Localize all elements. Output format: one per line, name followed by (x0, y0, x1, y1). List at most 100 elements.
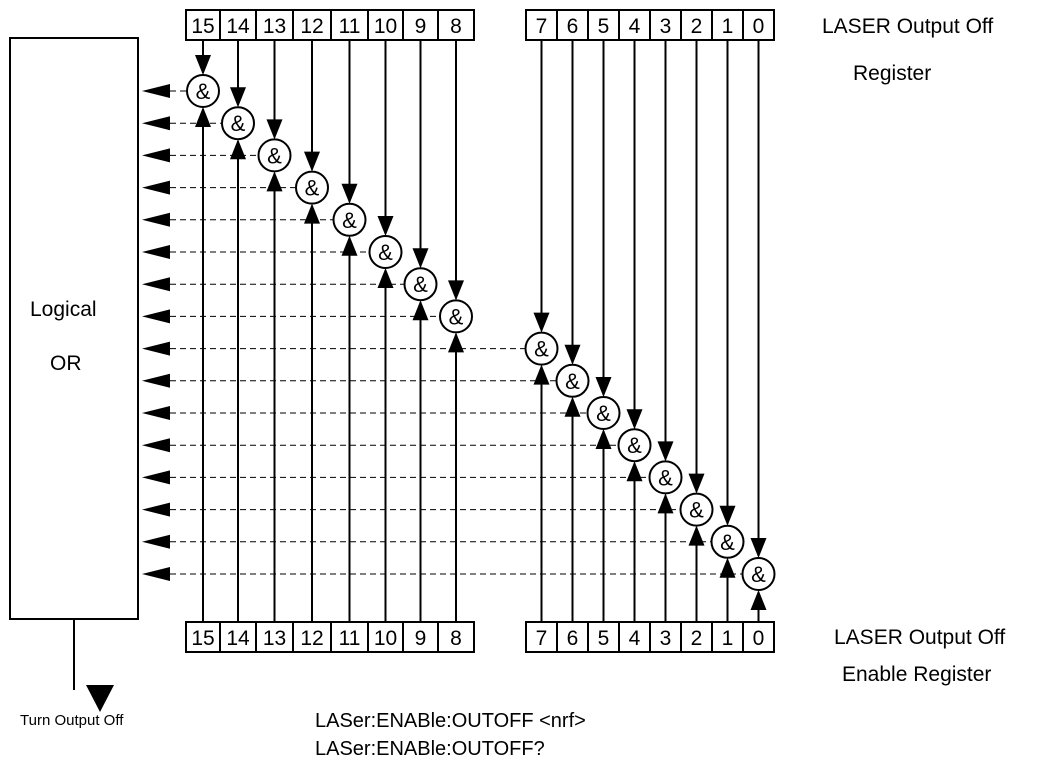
top-arrow-9 (412, 248, 429, 269)
and-gate-10 (368, 235, 403, 269)
or-input-arrow-3 (142, 470, 170, 485)
output-reg-bit-0: 0 (753, 15, 765, 38)
and-gate-2 (679, 492, 714, 527)
bottom-arrow-14 (230, 139, 246, 160)
top-arrow-4 (626, 409, 643, 430)
output-reg-box-0 (742, 9, 775, 41)
output-reg-bit-10: 10 (374, 15, 397, 38)
bottom-arrow-1 (719, 557, 736, 578)
or-input-arrow-5 (142, 406, 170, 420)
enable-reg-bit-5: 5 (598, 627, 610, 650)
output-reg-box-6 (556, 9, 589, 41)
and-gate-1 (710, 524, 745, 559)
and-symbol-7: & (534, 337, 549, 362)
enable-reg-bit-7: 7 (536, 627, 548, 650)
enable-reg-bit-1: 1 (722, 627, 734, 650)
output-reg-box-2 (680, 9, 713, 41)
bottom-arrow-0 (750, 590, 767, 610)
command-query: LASer:ENABle:OUTOFF? (315, 738, 545, 760)
or-input-arrow-8 (142, 309, 170, 324)
bottom-arrow-5 (595, 429, 612, 449)
output-reg-bit-15: 15 (191, 15, 214, 38)
or-input-arrows (142, 84, 170, 581)
bottom-arrow-10 (377, 268, 394, 288)
bottom-arrow-3 (657, 493, 674, 514)
output-register-subtitle: Register (853, 62, 932, 85)
output-arrow-head (86, 685, 114, 712)
or-input-arrow-12 (142, 180, 170, 195)
and-gates: &&&&&&&&&&&&&&&& (186, 74, 776, 591)
and-symbol-1: & (720, 530, 735, 555)
or-input-arrow-6 (142, 373, 170, 388)
and-gate-14 (221, 106, 255, 141)
top-arrow-5 (595, 377, 612, 397)
or-input-arrow-4 (142, 438, 170, 453)
and-gate-3 (648, 460, 683, 495)
or-input-arrow-13 (142, 148, 170, 163)
enable-reg-box-2 (680, 621, 713, 653)
enable-reg-bit-4: 4 (629, 627, 641, 650)
bottom-arrow-11 (341, 235, 358, 256)
and-symbol-0: & (751, 562, 766, 587)
output-reg-box-4 (618, 9, 651, 41)
output-reg-bit-2: 2 (691, 15, 703, 38)
output-reg-bit-11: 11 (339, 15, 361, 38)
or-input-arrow-9 (142, 277, 170, 292)
enable-reg-bit-3: 3 (660, 627, 672, 650)
and-symbol-8: & (449, 304, 464, 329)
top-arrow-0 (750, 538, 767, 558)
or-input-arrow-1 (142, 534, 170, 549)
or-input-arrow-2 (142, 502, 170, 517)
or-input-arrow-0 (142, 567, 170, 581)
top-arrow-1 (719, 505, 736, 526)
bottom-arrow-2 (688, 525, 705, 546)
and-symbol-3: & (658, 465, 673, 490)
top-arrow-3 (657, 441, 674, 462)
and-symbol-12: & (305, 176, 320, 201)
and-symbol-2: & (689, 498, 704, 523)
output-reg-bit-3: 3 (660, 15, 672, 38)
output-reg-bit-13: 13 (263, 15, 286, 38)
or-input-arrow-10 (142, 245, 170, 259)
and-symbol-11: & (342, 208, 357, 233)
top-arrow-14 (230, 87, 246, 108)
top-arrow-7 (533, 312, 550, 333)
and-symbol-9: & (413, 272, 428, 297)
or-input-arrow-14 (142, 116, 170, 131)
bottom-arrow-7 (533, 364, 550, 385)
output-reg-bit-12: 12 (300, 15, 323, 38)
top-arrow-10 (377, 216, 394, 236)
command-set: LASer:ENABle:OUTOFF <nrf> (315, 710, 586, 732)
enable-reg-bit-11: 11 (339, 627, 361, 650)
enable-reg-bit-10: 10 (374, 627, 397, 650)
and-symbol-15: & (196, 79, 211, 104)
enable-reg-box-15 (185, 621, 221, 653)
top-arrow-13 (266, 119, 283, 140)
and-gate-12 (295, 170, 329, 205)
and-symbol-5: & (596, 401, 611, 426)
output-reg-bit-8: 8 (450, 15, 462, 38)
and-gate-8 (439, 299, 473, 334)
output-reg-box-8 (437, 9, 475, 41)
enable-register-subtitle: Enable Register (842, 663, 992, 686)
bottom-arrow-9 (412, 300, 429, 321)
logical-or-label-line1: Logical (30, 298, 97, 321)
enable-reg-bit-9: 9 (415, 627, 427, 650)
output-label: Turn Output Off (20, 712, 124, 729)
bottom-arrow-8 (448, 332, 464, 353)
and-symbol-13: & (267, 143, 282, 168)
top-arrow-12 (304, 151, 320, 172)
dashed-connector-lines (170, 90, 743, 575)
output-reg-bit-14: 14 (226, 15, 250, 38)
output-reg-bit-7: 7 (536, 15, 548, 38)
top-arrow-2 (688, 473, 705, 494)
enable-reg-box-7 (525, 621, 558, 653)
and-gate-11 (332, 202, 367, 237)
bottom-arrow-6 (564, 396, 581, 417)
output-reg-bit-5: 5 (598, 15, 610, 38)
or-input-arrow-11 (142, 212, 170, 227)
output-reg-bit-6: 6 (567, 15, 579, 38)
enable-reg-bit-14: 14 (226, 627, 250, 650)
